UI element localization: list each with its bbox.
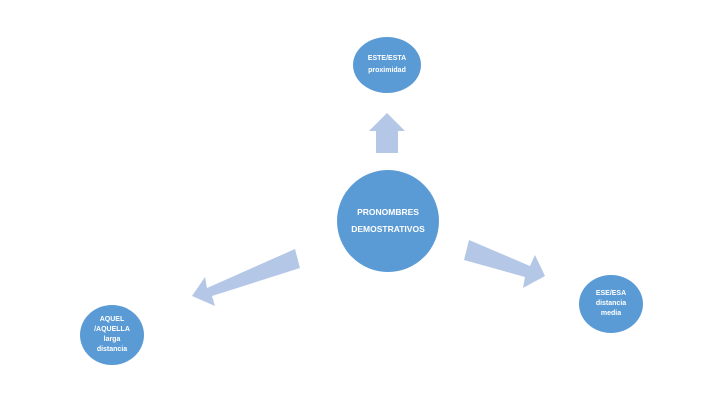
top-title: ESTE/ESTA [367,55,407,62]
left-subtitle-line1: larga [103,336,121,343]
node-pronombres-demostrativos: PRONOMBRES DEMOSTRATIVOS [337,170,439,272]
left-title-line1: AQUEL [99,316,125,323]
node-este-esta: ESTE/ESTA proximidad [353,37,421,93]
node-ese-esa: ESE/ESA distancia media [579,275,643,333]
right-title: ESE/ESA [595,290,627,297]
center-line1: PRONOMBRES [357,207,419,217]
center-line2: DEMOSTRATIVOS [351,224,425,234]
right-subtitle-line2: media [600,310,622,317]
top-subtitle: proximidad [368,67,406,74]
node-aquel-aquella: AQUEL /AQUELLA larga distancia [80,305,144,365]
left-subtitle-line2: distancia [96,346,128,353]
arrow-left [192,249,300,306]
left-title-line2: /AQUELLA [94,326,130,333]
arrow-up [369,113,405,153]
right-subtitle-line1: distancia [595,300,627,307]
arrow-right [464,240,545,288]
